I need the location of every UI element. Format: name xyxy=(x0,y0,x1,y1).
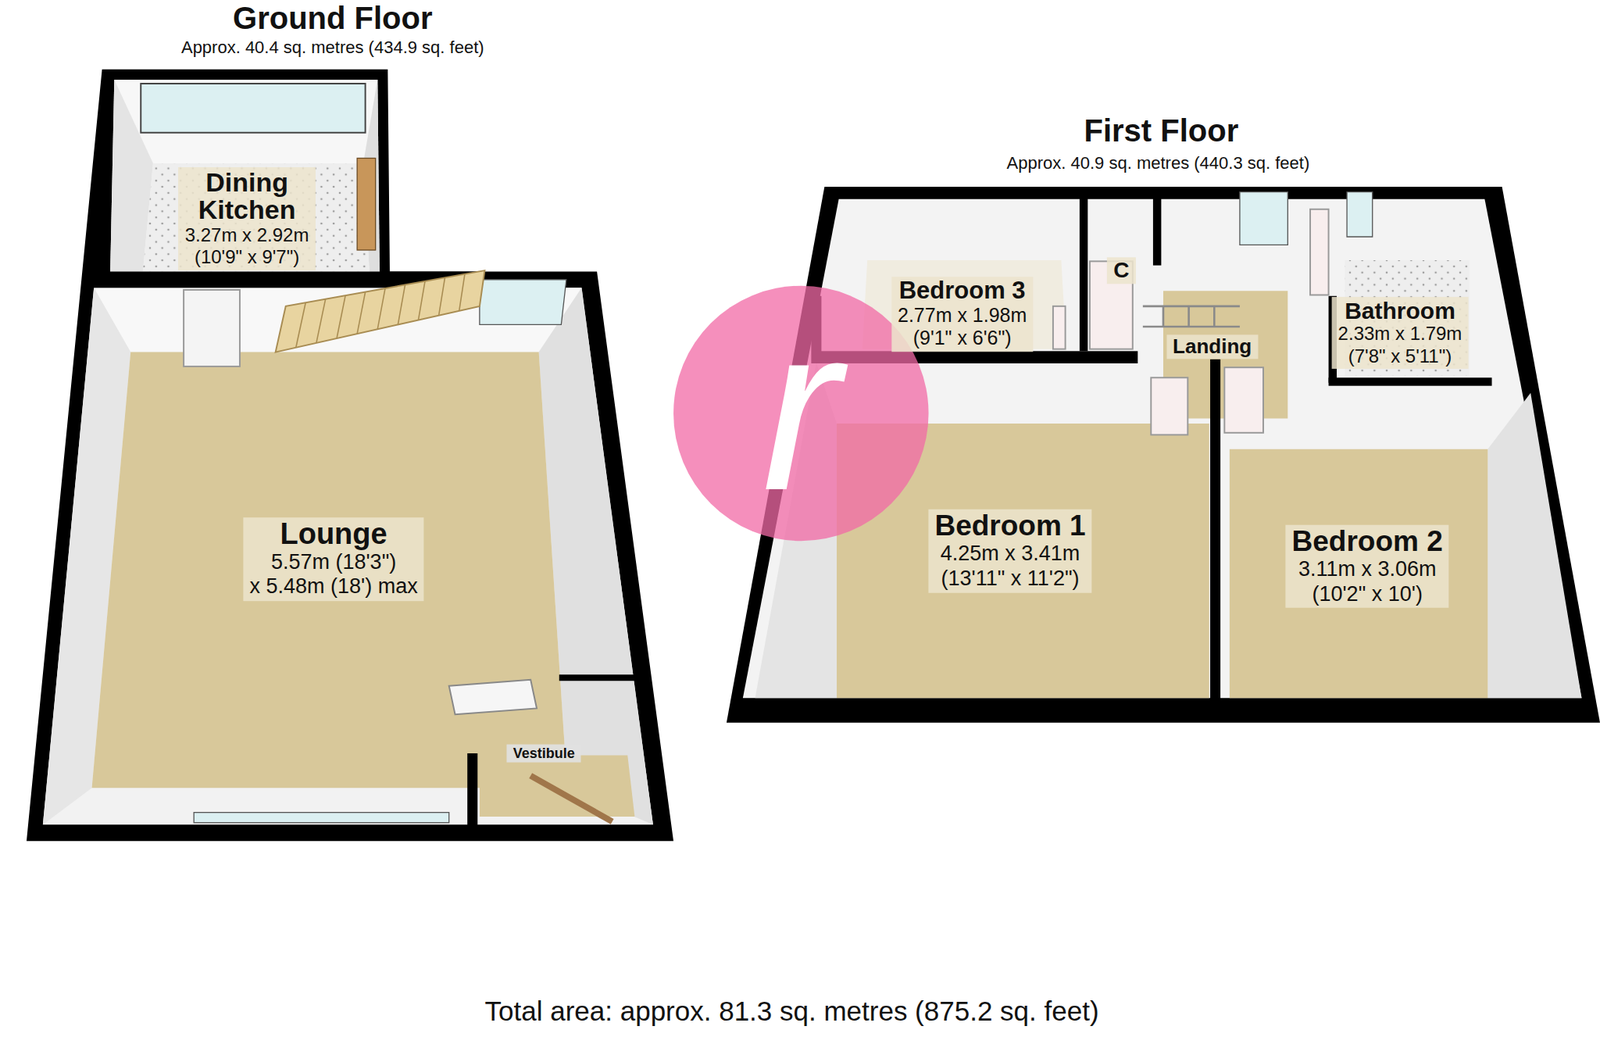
room-area: C xyxy=(1083,196,1157,350)
room-dimension: 3.11m x 3.06m xyxy=(1292,556,1443,582)
room-dimension: (10'2" x 10') xyxy=(1292,581,1443,607)
room-dimension: 3.27m x 2.92m xyxy=(184,224,310,247)
room-name: Bedroom 2 xyxy=(1292,526,1443,558)
floor-heading: First Floor xyxy=(1083,112,1239,149)
room-name: C xyxy=(1113,258,1129,282)
room-name: Bathroom xyxy=(1338,298,1463,324)
room-dimension: x 5.48m (18') max xyxy=(249,575,418,600)
room-area: Vestibule xyxy=(479,685,641,833)
total-area-caption: Total area: approx. 81.3 sq. metres (875… xyxy=(485,994,1100,1028)
room-area: Bathroom2.33m x 1.79m(7'8" x 5'11") xyxy=(1296,196,1490,378)
room-label: C xyxy=(1107,257,1136,283)
room-name: Bedroom 3 xyxy=(897,278,1027,304)
floor-area-note: Approx. 40.9 sq. metres (440.3 sq. feet) xyxy=(1007,153,1311,173)
room-name: Vestibule xyxy=(513,745,575,761)
watermark-letter: r xyxy=(761,290,840,525)
room-area: Bedroom 32.77m x 1.98m(9'1" x 6'6") xyxy=(831,196,1079,353)
floor-plan: First FloorApprox. 40.9 sq. metres (440.… xyxy=(719,112,1600,727)
floor-heading: Ground Floor xyxy=(232,0,433,36)
room-area: Landing xyxy=(1147,199,1294,419)
floor-area-note: Approx. 40.4 sq. metres (434.9 sq. feet) xyxy=(181,37,485,58)
room-area: Bedroom 23.11m x 3.06m(10'2" x 10') xyxy=(1219,385,1593,703)
room-dimension: 2.33m x 1.79m xyxy=(1338,322,1463,345)
room-label: Bathroom2.33m x 1.79m(7'8" x 5'11") xyxy=(1332,296,1469,369)
room-label: Dining Kitchen3.27m x 2.92m(10'9" x 9'7"… xyxy=(178,167,316,271)
room-label: Bedroom 23.11m x 3.06m(10'2" x 10') xyxy=(1285,525,1450,609)
room-name: Dining Kitchen xyxy=(184,168,310,225)
room-dimension: 5.57m (18'3") xyxy=(249,550,418,575)
room-area: Dining Kitchen3.27m x 2.92m(10'9" x 9'7"… xyxy=(107,76,386,276)
room-label: Lounge5.57m (18'3")x 5.48m (18') max xyxy=(242,517,424,602)
room-dimension: 4.25m x 3.41m xyxy=(934,541,1086,567)
room-name: Lounge xyxy=(249,518,418,550)
room-name: Landing xyxy=(1172,335,1252,358)
room-dimension: (7'8" x 5'11") xyxy=(1338,345,1463,368)
floor-plan: Ground FloorApprox. 40.4 sq. metres (434… xyxy=(20,0,674,853)
room-label: Bedroom 14.25m x 3.41m(13'11" x 11'2") xyxy=(928,509,1092,593)
room-dimension: (9'1" x 6'6") xyxy=(897,327,1027,351)
room-name: Bedroom 1 xyxy=(934,510,1086,542)
room-label: Landing xyxy=(1166,334,1258,359)
room-dimension: 2.77m x 1.98m xyxy=(897,303,1027,328)
room-label: Vestibule xyxy=(507,743,582,762)
room-label: Bedroom 32.77m x 1.98m(9'1" x 6'6") xyxy=(891,276,1033,352)
room-dimension: (10'9" x 9'7") xyxy=(184,246,310,268)
room-dimension: (13'11" x 11'2") xyxy=(934,566,1086,592)
